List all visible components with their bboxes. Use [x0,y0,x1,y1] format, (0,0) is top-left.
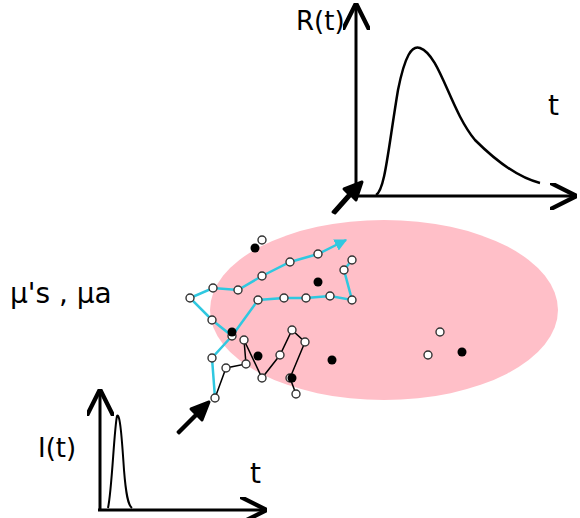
axis-label: t [548,92,559,120]
scatterer [280,294,288,302]
reflectance-plot [354,6,574,196]
absorber [314,278,323,287]
scatterer [258,272,266,280]
scatterer [288,326,296,334]
scatterer [234,286,242,294]
absorber [328,356,337,365]
photon-path [190,240,346,398]
scatterer [326,292,334,300]
scatterer [254,296,262,304]
scatterer [186,294,194,302]
absorber [254,352,263,361]
scatterer [348,256,356,264]
axis-label: t [250,460,261,488]
scatterer [222,364,230,372]
axis-label: R(t) [296,8,345,34]
scatterer [258,374,266,382]
scatterer [240,336,248,344]
scatterer [292,390,300,398]
scatterer [208,354,216,362]
input-pulse-plot [98,392,264,510]
light-arrow [178,182,362,433]
scatterer [242,360,250,368]
photon-paths [190,240,352,398]
optical-properties-label: μ's , μa [10,280,112,308]
absorber [228,328,237,337]
scatterer [286,258,294,266]
photon-path [215,330,305,398]
absorber [458,348,467,357]
photon-path [232,260,352,336]
scatterer [424,351,432,359]
scatterer [348,296,356,304]
absorber [288,374,297,383]
scatterer [209,284,217,292]
scatterer [208,316,216,324]
tissue-ellipse [210,220,558,400]
scatterer [302,294,310,302]
scatterer [340,266,348,274]
scatterer [301,338,309,346]
scatterer [258,236,266,244]
scatterer [314,250,322,258]
axis-label: I(t) [38,435,76,461]
scatterers [186,236,467,402]
absorber [251,244,260,253]
scatterer [276,351,284,359]
scatterer [436,328,444,336]
scatterer [211,394,219,402]
